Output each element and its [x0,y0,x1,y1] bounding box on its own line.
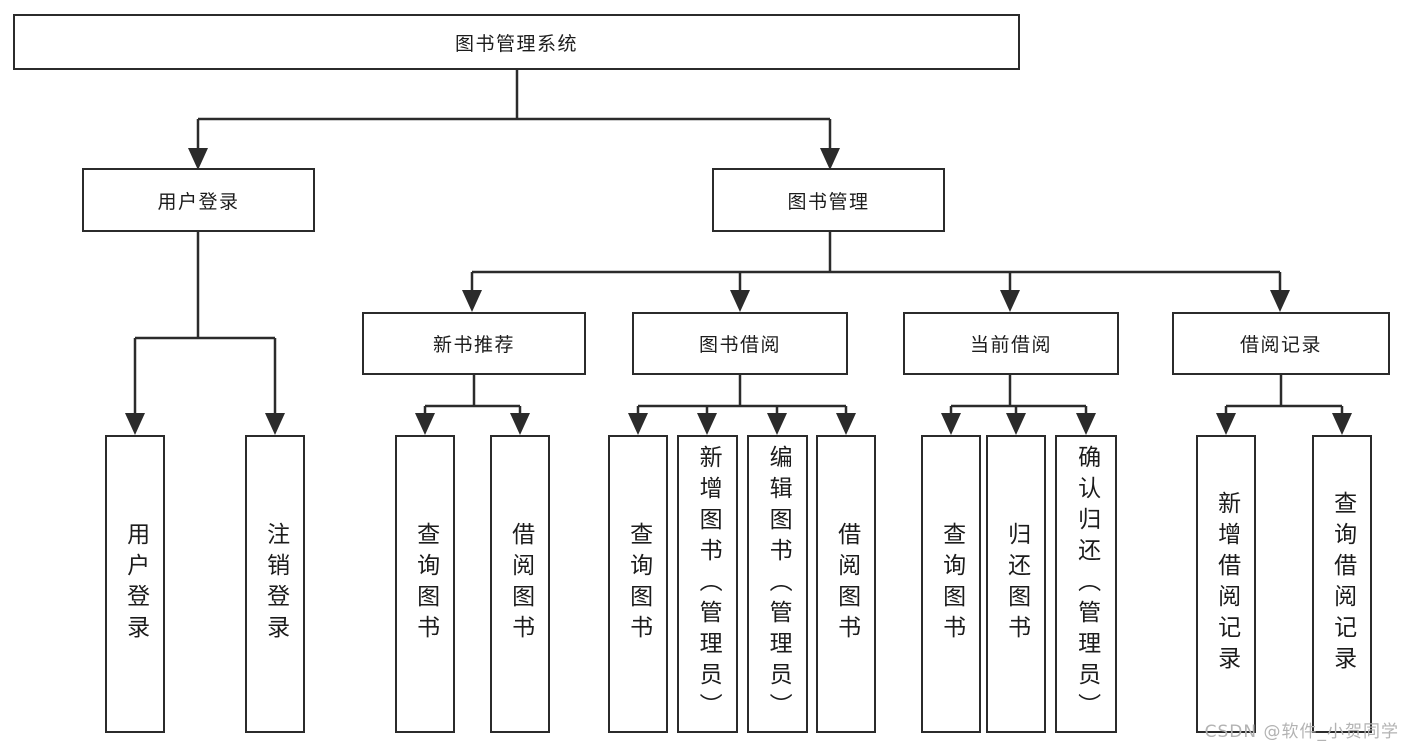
node-add-book-admin: 新增图书（管理员） [677,435,738,733]
node-label: 查询图书 [938,522,965,646]
node-book-management: 图书管理 [712,168,945,232]
node-query-books-borrowing: 查询图书 [608,435,668,733]
node-label: 新增图书（管理员） [695,444,722,724]
node-label: 查询借阅记录 [1329,491,1356,677]
node-query-books-recommend: 查询图书 [395,435,455,733]
node-query-borrow-record: 查询借阅记录 [1312,435,1372,733]
node-login: 用户登录 [105,435,165,733]
node-label: 借阅图书 [833,522,860,646]
node-label: 注销登录 [262,522,289,646]
node-query-books-current: 查询图书 [921,435,981,733]
node-book-borrowing: 图书借阅 [632,312,848,375]
arrowhead-icons [125,148,1352,435]
node-label: 确认归还（管理员） [1073,444,1100,724]
node-current-borrowing: 当前借阅 [903,312,1119,375]
node-label: 借阅图书 [507,522,534,646]
node-logout: 注销登录 [245,435,305,733]
node-return-books: 归还图书 [986,435,1046,733]
node-user-login: 用户登录 [82,168,315,232]
node-label: 用户登录 [122,522,149,646]
node-label: 查询图书 [412,522,439,646]
node-add-borrow-record: 新增借阅记录 [1196,435,1256,733]
node-borrow-books-recommend: 借阅图书 [490,435,550,733]
node-label: 归还图书 [1003,522,1030,646]
node-label: 编辑图书（管理员） [765,444,792,724]
node-library-system: 图书管理系统 [13,14,1020,70]
csdn-watermark: CSDN @软件_小贺同学 [1204,722,1399,742]
node-confirm-return-admin: 确认归还（管理员） [1055,435,1117,733]
node-label: 新增借阅记录 [1213,491,1240,677]
node-borrow-books-borrowing: 借阅图书 [816,435,876,733]
node-borrow-records: 借阅记录 [1172,312,1390,375]
node-new-book-recommend: 新书推荐 [362,312,586,375]
node-edit-book-admin: 编辑图书（管理员） [747,435,808,733]
node-label: 查询图书 [625,522,652,646]
